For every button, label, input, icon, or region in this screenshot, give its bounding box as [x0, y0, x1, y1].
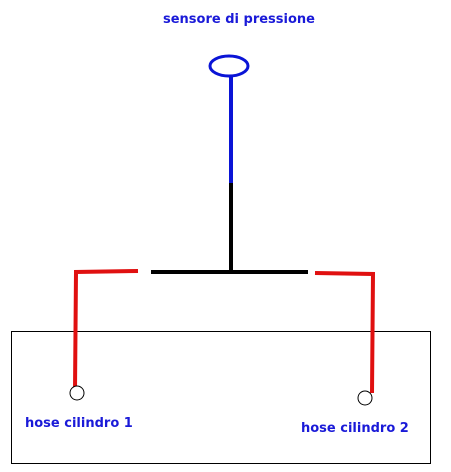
pressure-sensor-icon: [208, 54, 250, 78]
hose-2-label: hose cilindro 2: [301, 421, 409, 436]
hose-1-port-icon: [69, 385, 85, 401]
hose-1-line: [73, 269, 139, 391]
pressure-sensor-label: sensore di pressione: [163, 12, 315, 27]
hose-2-port-icon: [357, 390, 373, 406]
cylinder-housing-box: [11, 331, 431, 464]
hose-1-label: hose cilindro 1: [25, 416, 133, 431]
hose-2-line: [314, 271, 376, 394]
